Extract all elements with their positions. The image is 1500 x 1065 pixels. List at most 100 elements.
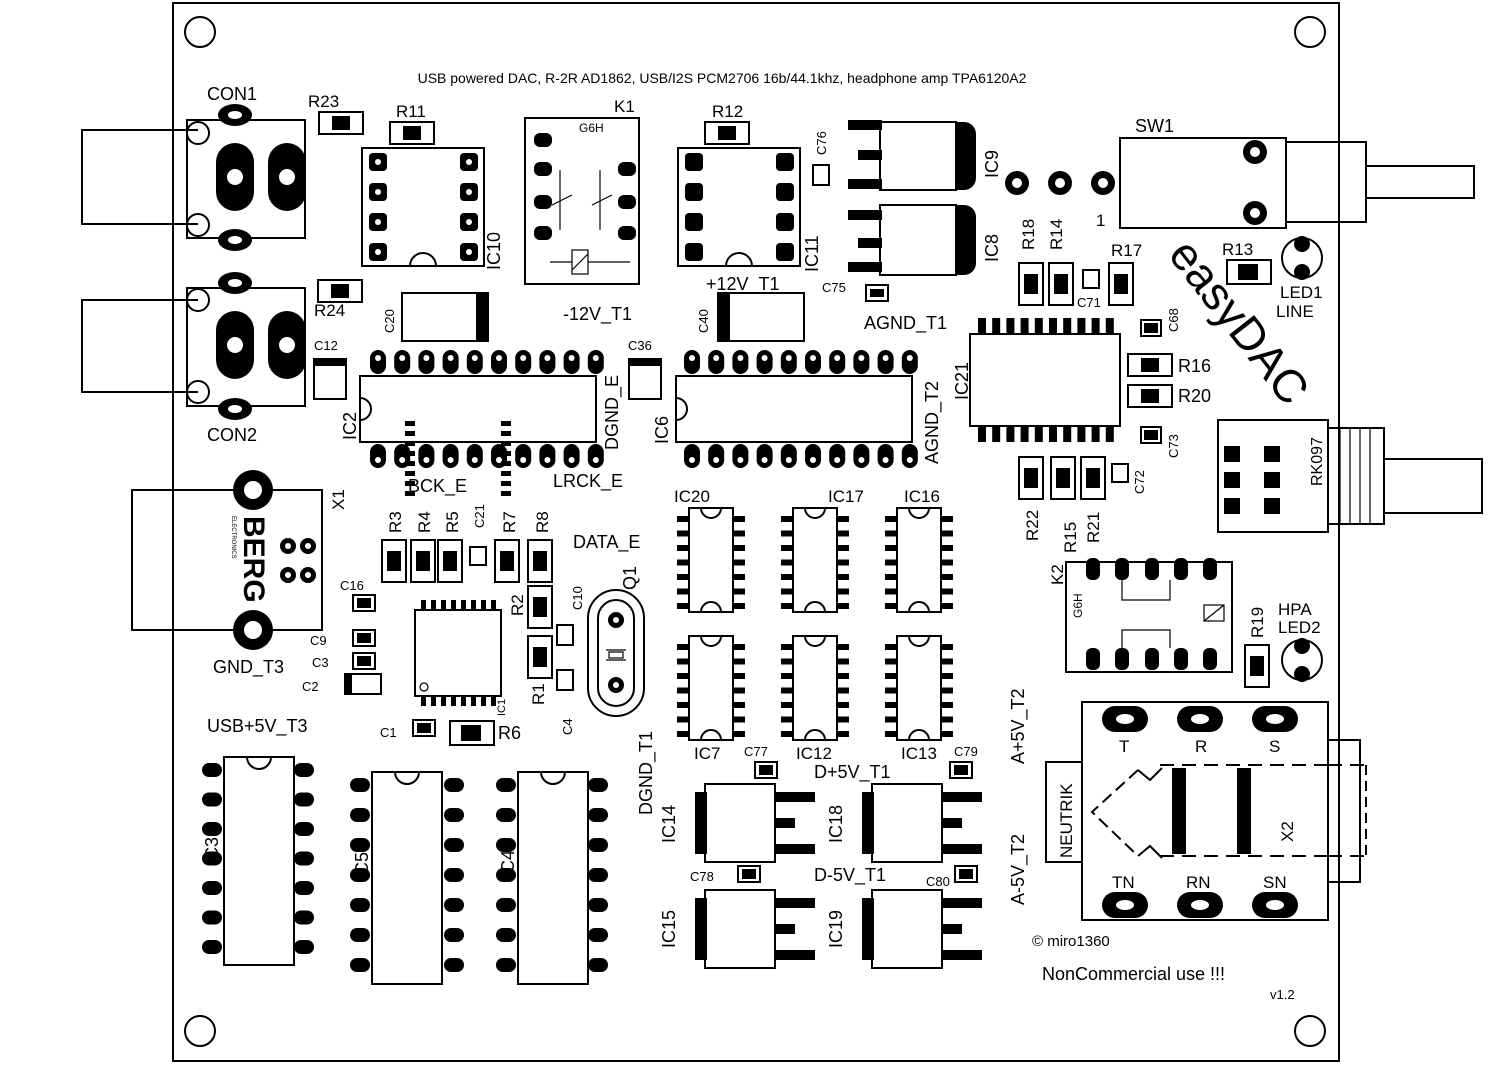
jack-pin-rn: RN bbox=[1186, 873, 1211, 892]
r15-resistor bbox=[1050, 456, 1076, 500]
c20-label: C20 bbox=[382, 309, 397, 333]
c80-capacitor bbox=[954, 865, 978, 883]
mounting-hole bbox=[184, 1015, 216, 1047]
q1-crystal bbox=[587, 589, 645, 717]
ic6-label: IC6 bbox=[652, 416, 672, 444]
r5-label: R5 bbox=[443, 511, 462, 533]
r22-resistor bbox=[1018, 456, 1044, 500]
net-dgnd-e: DGND_E bbox=[602, 375, 623, 450]
c72-label: C72 bbox=[1132, 470, 1147, 494]
mounting-hole bbox=[1294, 16, 1326, 48]
c1-capacitor bbox=[412, 719, 436, 737]
r22-label: R22 bbox=[1023, 510, 1042, 541]
ic5-label: IC5 bbox=[352, 852, 372, 880]
r8-resistor bbox=[527, 539, 553, 583]
r18-resistor bbox=[1018, 262, 1044, 306]
r1-resistor bbox=[527, 635, 553, 679]
ic21-label: IC21 bbox=[952, 362, 972, 400]
c75-capacitor bbox=[865, 284, 889, 302]
net-minus12v-t1: -12V_T1 bbox=[563, 304, 632, 325]
net-usb5v-t3: USB+5V_T3 bbox=[207, 716, 308, 737]
berg-logo: BERG bbox=[237, 516, 270, 603]
ic7-label: IC7 bbox=[694, 744, 720, 763]
c79-label: C79 bbox=[954, 744, 978, 759]
led1-label: LED1 bbox=[1280, 283, 1323, 302]
net-dplus5v-t1: D+5V_T1 bbox=[814, 762, 891, 783]
ic12-label: IC12 bbox=[796, 744, 832, 763]
c75-label: C75 bbox=[822, 280, 846, 295]
ic8-regulator bbox=[848, 204, 976, 276]
c10-label: C10 bbox=[570, 586, 585, 610]
ic4-label: IC4 bbox=[498, 850, 518, 878]
c68-capacitor bbox=[1140, 319, 1162, 337]
r15-label: R15 bbox=[1061, 522, 1080, 553]
net-data-e: DATA_E bbox=[573, 532, 640, 553]
c2-label: C2 bbox=[302, 679, 319, 694]
c12-capacitor bbox=[313, 358, 347, 400]
rk097-potentiometer bbox=[1217, 419, 1483, 533]
ic13-soic bbox=[885, 635, 953, 741]
c12-label: C12 bbox=[314, 338, 338, 353]
c2-capacitor bbox=[344, 673, 382, 695]
ic19-label: IC19 bbox=[826, 910, 846, 948]
r7-label: R7 bbox=[500, 511, 519, 533]
ic7-soic bbox=[677, 635, 745, 741]
ic20-soic bbox=[677, 507, 745, 613]
r13-label: R13 bbox=[1222, 240, 1253, 259]
k1-g6h-label: G6H bbox=[579, 121, 604, 135]
r1-label: R1 bbox=[529, 683, 548, 705]
ic16-soic bbox=[885, 507, 953, 613]
r16-label: R16 bbox=[1178, 356, 1211, 376]
c77-label: C77 bbox=[744, 744, 768, 759]
ic17-label: IC17 bbox=[828, 487, 864, 506]
con2-rca-jack bbox=[81, 272, 306, 420]
r6-label: R6 bbox=[498, 723, 521, 743]
license-text: NonCommercial use !!! bbox=[1042, 964, 1225, 984]
c16-label: C16 bbox=[340, 578, 364, 593]
c80-label: C80 bbox=[926, 874, 950, 889]
r3-label: R3 bbox=[386, 511, 405, 533]
ic10-label: IC10 bbox=[484, 232, 504, 270]
c73-label: C73 bbox=[1166, 434, 1181, 458]
net-dgnd-t1: DGND_T1 bbox=[636, 731, 657, 815]
sw1-pin1-label: 1 bbox=[1096, 211, 1105, 230]
c3-capacitor bbox=[352, 652, 376, 670]
r11-label: R11 bbox=[396, 102, 426, 121]
ic2-label: IC2 bbox=[340, 412, 360, 440]
net-aminus5v-t2: A-5V_T2 bbox=[1008, 834, 1029, 905]
r17-label: R17 bbox=[1111, 241, 1142, 260]
led1 bbox=[1281, 236, 1323, 280]
c40-label: C40 bbox=[696, 309, 711, 333]
c78-label: C78 bbox=[690, 869, 714, 884]
c71-capacitor bbox=[1082, 269, 1100, 289]
k2-relay bbox=[1065, 558, 1233, 673]
jack-pin-s: S bbox=[1269, 737, 1280, 756]
ic5-dip bbox=[350, 771, 464, 985]
jack-pin-tn: TN bbox=[1112, 873, 1135, 892]
sw1-switch bbox=[1119, 137, 1475, 229]
r6-resistor bbox=[449, 720, 495, 746]
r14-resistor bbox=[1048, 262, 1074, 306]
r12-resistor bbox=[704, 121, 750, 145]
r20-label: R20 bbox=[1178, 386, 1211, 406]
c36-capacitor bbox=[628, 358, 662, 400]
r4-label: R4 bbox=[415, 511, 434, 533]
x2-headphone-jack bbox=[1045, 701, 1368, 921]
con2-label: CON2 bbox=[207, 425, 257, 445]
q1-label: Q1 bbox=[620, 566, 640, 590]
c9-capacitor bbox=[352, 629, 376, 647]
r17-resistor bbox=[1108, 262, 1134, 306]
led2 bbox=[1281, 638, 1323, 682]
k2-g6h-label: G6H bbox=[1071, 593, 1085, 618]
c40-capacitor bbox=[717, 292, 805, 342]
net-agnd-t1: AGND_T1 bbox=[864, 313, 947, 334]
x2-label: X2 bbox=[1278, 821, 1297, 842]
ic15-regulator bbox=[695, 889, 815, 969]
r16-resistor bbox=[1127, 353, 1173, 377]
hpa-label: HPA bbox=[1278, 600, 1312, 619]
ic12-soic bbox=[781, 635, 849, 741]
con1-label: CON1 bbox=[207, 84, 257, 104]
ic6-dip20 bbox=[675, 350, 918, 468]
net-aplus5v-t2: A+5V_T2 bbox=[1008, 688, 1029, 764]
r13-resistor bbox=[1226, 259, 1272, 285]
